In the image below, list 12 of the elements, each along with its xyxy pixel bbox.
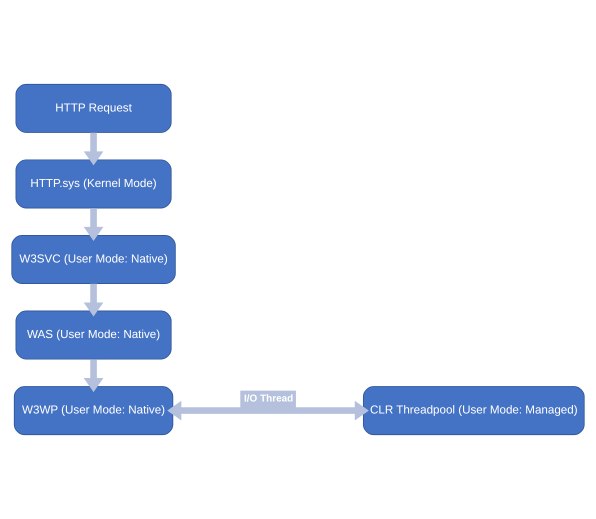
node-box: CLR Threadpool (User Mode: Managed): [362, 386, 585, 436]
arrow: [84, 208, 104, 241]
edge-label: I/O Thread: [244, 394, 294, 405]
node-box: W3SVC (User Mode: Native): [11, 235, 176, 284]
node-box: WAS (User Mode: Native): [16, 310, 172, 360]
node-box: W3WP (User Mode: Native): [14, 386, 174, 436]
arrow: [84, 359, 104, 392]
arrow: [167, 400, 369, 420]
arrow: [84, 132, 104, 166]
arrow: [84, 284, 104, 317]
node-box: HTTP.sys (Kernel Mode): [16, 159, 172, 208]
node-box: HTTP Request: [16, 84, 172, 133]
